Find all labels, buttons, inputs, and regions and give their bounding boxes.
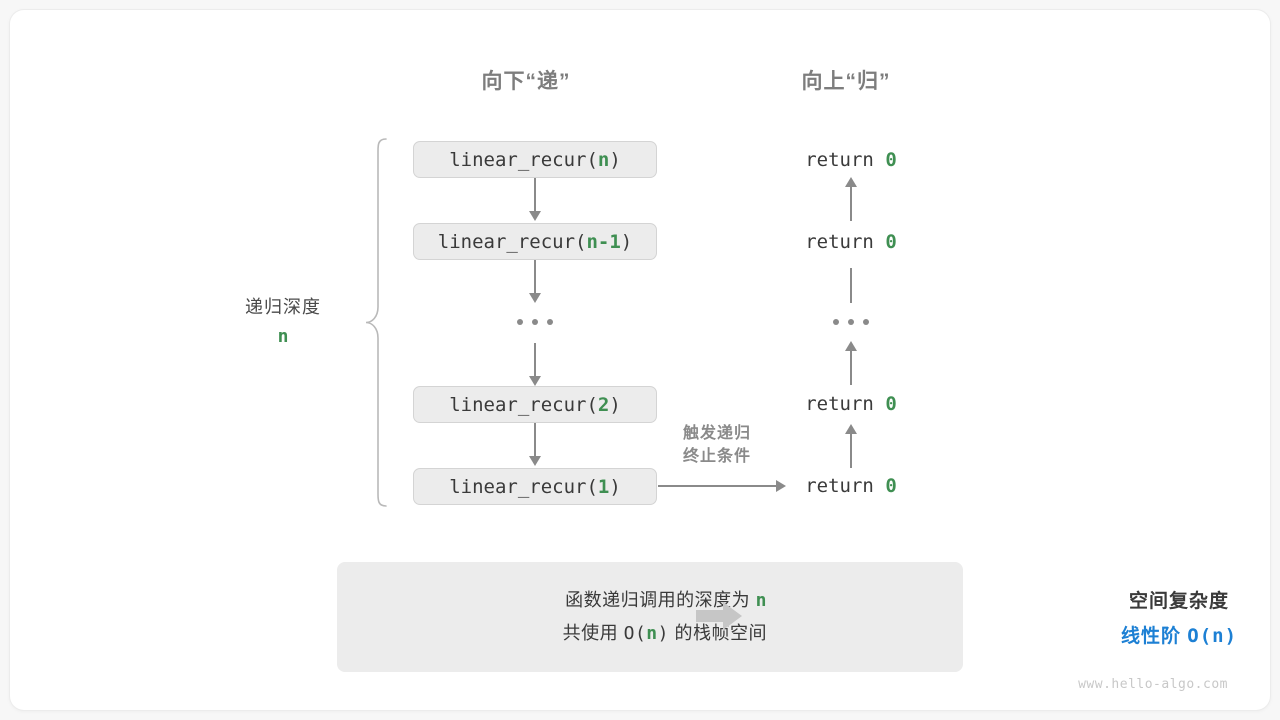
summary-line-2-var: n (646, 623, 658, 645)
base-case-connector (658, 485, 778, 487)
summary-line-1-text: 函数递归调用的深度为 (565, 590, 756, 610)
ellipsis-dot (532, 319, 538, 325)
return-row-2: return 0 (805, 231, 897, 253)
recursion-depth-label: 递归深度 n (245, 293, 321, 347)
ascend-arrowhead-3 (845, 341, 857, 351)
ellipsis-dot (848, 319, 854, 325)
summary-line-1: 函数递归调用的深度为 n (367, 584, 767, 617)
call-stack-ellipsis (517, 319, 553, 325)
descend-arrowhead-1 (529, 211, 541, 221)
return-value: 0 (885, 475, 897, 497)
ascend-connector-4 (850, 433, 852, 468)
complexity-title: 空间复杂度 (1128, 591, 1229, 612)
summary-description: 函数递归调用的深度为 n 共使用 O(n) 的栈帧空间 (367, 584, 767, 651)
complexity-order-label: 线性阶 (1120, 626, 1188, 648)
ascend-arrowhead-1 (845, 177, 857, 187)
trigger-note-line-2: 终止条件 (682, 448, 752, 466)
return-keyword: return (805, 475, 874, 497)
descend-connector-2 (534, 260, 536, 295)
summary-line-2-mono-b: ) (657, 623, 669, 645)
base-case-arrowhead (776, 480, 786, 492)
return-row-4: return 0 (805, 475, 897, 497)
return-keyword: return (805, 231, 874, 253)
return-keyword: return (805, 393, 874, 415)
ascend-connector-3 (850, 350, 852, 385)
recursion-depth-brace (362, 135, 390, 515)
descend-connector-1 (534, 178, 536, 213)
summary-line-2: 共使用 O(n) 的栈帧空间 (367, 617, 767, 650)
ellipsis-dot (833, 319, 839, 325)
ascend-connector-1 (850, 186, 852, 221)
return-keyword: return (805, 149, 874, 171)
recursion-depth-text: 递归深度 (245, 297, 321, 317)
call-box-suffix: ) (609, 394, 621, 416)
complexity-value: 线性阶 O(n) (1089, 619, 1269, 654)
diagram-card: 向下“递” 向上“归” 递归深度 n linear_recur(n) linea… (10, 10, 1270, 710)
summary-panel: 函数递归调用的深度为 n 共使用 O(n) 的栈帧空间 空间复杂度 线性阶 O(… (337, 562, 1236, 672)
descend-arrowhead-4 (529, 456, 541, 466)
call-box-prefix: linear_recur( (449, 394, 598, 416)
trigger-condition-note: 触发递归 终止条件 (683, 422, 751, 468)
call-box-row-1[interactable]: linear_recur(n) (413, 141, 657, 178)
ascend-arrowhead-4 (845, 424, 857, 434)
column-header-ascend: 向上“归” (801, 70, 891, 93)
call-box-arg: n (597, 149, 610, 171)
call-box-suffix: ) (609, 149, 621, 171)
summary-conclusion: 空间复杂度 线性阶 O(n) (1089, 584, 1269, 654)
ellipsis-dot (517, 319, 523, 325)
call-box-row-2[interactable]: linear_recur(n-1) (413, 223, 657, 260)
descend-connector-4 (534, 423, 536, 458)
ascend-connector-2 (850, 268, 852, 303)
call-box-suffix: ) (609, 476, 621, 498)
complexity-expression: O(n) (1187, 625, 1238, 648)
watermark: www.hello-algo.com (1078, 677, 1228, 692)
call-box-arg: 2 (597, 394, 610, 416)
call-box-prefix: linear_recur( (449, 149, 598, 171)
call-box-prefix: linear_recur( (437, 231, 587, 253)
return-stack-ellipsis (833, 319, 869, 325)
ellipsis-dot (863, 319, 869, 325)
return-value: 0 (885, 231, 897, 253)
summary-line-2-text-a: 共使用 (562, 623, 624, 644)
return-value: 0 (885, 393, 897, 415)
call-box-suffix: ) (620, 231, 633, 253)
descend-arrowhead-2 (529, 293, 541, 303)
summary-line-2-text-b: 的栈帧空间 (668, 623, 767, 644)
summary-line-2-mono-a: O( (623, 623, 647, 645)
return-value: 0 (885, 149, 897, 171)
descend-arrowhead-3 (529, 376, 541, 386)
descend-connector-3 (534, 343, 536, 378)
trigger-note-line-1: 触发递归 (682, 425, 752, 442)
block-arrow-right-icon (696, 602, 742, 630)
call-box-arg: 1 (597, 476, 610, 498)
call-box-arg: n-1 (586, 231, 621, 253)
ellipsis-dot (547, 319, 553, 325)
return-row-3: return 0 (805, 393, 897, 415)
call-box-row-4[interactable]: linear_recur(1) (413, 468, 657, 505)
recursion-depth-value: n (277, 326, 289, 347)
return-row-1: return 0 (805, 149, 897, 171)
call-box-row-3[interactable]: linear_recur(2) (413, 386, 657, 423)
column-header-descend: 向下“递” (481, 70, 571, 93)
summary-line-1-var: n (755, 590, 767, 611)
call-box-prefix: linear_recur( (449, 476, 598, 498)
